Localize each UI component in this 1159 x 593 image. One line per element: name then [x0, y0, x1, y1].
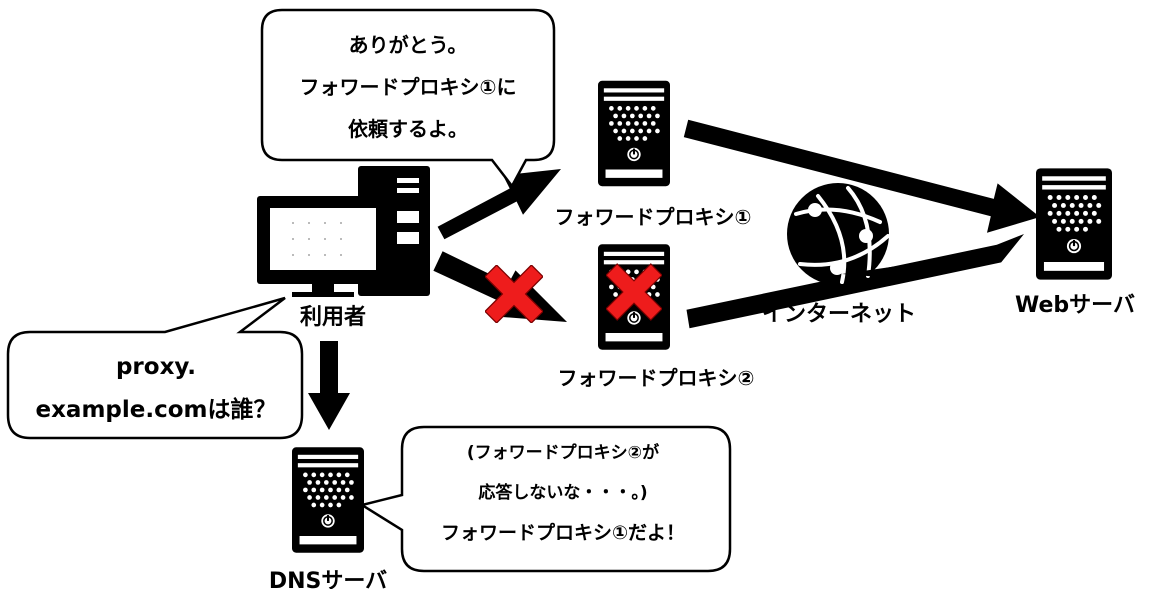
internet-label: インターネット [762, 302, 916, 327]
arrow-user-to-dns [308, 341, 350, 430]
web-label: Webサーバ [1015, 293, 1135, 318]
bubble-line: 応答しないな・・・。) [478, 482, 647, 503]
bubble-line: フォワードプロキシ①だよ！ [441, 521, 685, 544]
dns-label: DNSサーバ [269, 569, 387, 589]
user-label: 利用者 [300, 305, 366, 330]
desktop-computer-icon [257, 166, 430, 297]
speech-bubble-dns-answer: (フォワードプロキシ②が 応答しないな・・・。) フォワードプロキシ①だよ！ [358, 425, 732, 573]
bubble-line: proxy. [116, 354, 196, 380]
bubble-line: (フォワードプロキシ②が [467, 442, 659, 463]
web-server-icon [1036, 167, 1112, 281]
arrow-user-to-proxy1 [437, 169, 561, 240]
bubble-line: フォワードプロキシ①に [300, 75, 517, 99]
bubble-line: 依頼するよ。 [348, 117, 468, 141]
proxy1-server-icon [598, 79, 670, 188]
speech-bubble-user-query: proxy. example.comは誰？ [6, 296, 304, 440]
proxy2-label: フォワードプロキシ② [558, 366, 755, 390]
dns-server-icon [292, 446, 364, 554]
bubble-line: ありがとう。 [349, 33, 468, 57]
speech-bubble-user-thanks: ありがとう。 フォワードプロキシ①に 依頼するよ。 [260, 8, 556, 189]
globe-icon [787, 183, 898, 285]
proxy1-label: フォワードプロキシ① [555, 205, 752, 229]
arrow-proxy1-to-web [683, 119, 1040, 233]
bubble-line: example.comは誰？ [35, 396, 276, 423]
